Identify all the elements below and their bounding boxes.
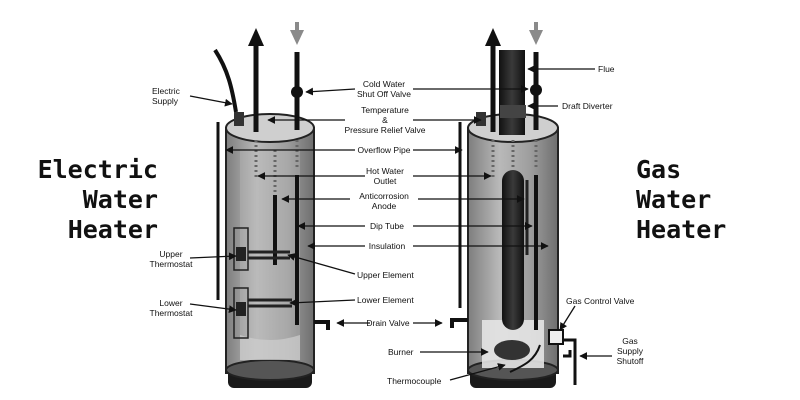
label-electric-supply: Electric Supply — [152, 86, 180, 106]
electric-shutoff-valve — [291, 86, 303, 98]
label-drain-valve: Drain Valve — [366, 318, 410, 328]
label-gas-control-valve: Gas Control Valve — [566, 296, 635, 306]
label-dip-tube: Dip Tube — [369, 221, 405, 231]
label-tp-line-2: & — [382, 115, 388, 125]
label-upper-thermostat: Upper Thermostat — [148, 249, 194, 269]
label-gas-supply-line-1: Gas — [622, 336, 638, 346]
label-gas-supply-shutoff: Gas Supply Shutoff — [612, 336, 648, 366]
label-insulation: Insulation — [368, 241, 406, 251]
electric-tank-bottom — [225, 359, 315, 381]
electric-title-line-3: Heater — [67, 215, 158, 244]
label-anode-line-1: Anticorrosion — [359, 191, 409, 201]
electric-hot-arrow — [248, 28, 264, 46]
gas-title-line-1: Gas — [636, 155, 682, 184]
label-electric-supply-line-1: Electric — [152, 86, 180, 96]
label-electric-supply-line-2: Supply — [152, 96, 178, 106]
label-hot-water-line-1: Hot Water — [366, 166, 404, 176]
gas-control-valve — [548, 329, 564, 345]
label-lower-thermostat-line-2: Thermostat — [149, 308, 193, 318]
label-anode-line-2: Anode — [371, 201, 397, 211]
electric-water-heater — [213, 22, 330, 388]
label-upper-thermostat-line-2: Thermostat — [149, 259, 193, 269]
label-anticorrosion-anode: Anticorrosion Anode — [350, 191, 418, 211]
gas-supply-line — [563, 338, 577, 385]
upper-element — [248, 250, 290, 260]
label-gas-supply-line-2: Supply — [617, 346, 643, 356]
gas-water-heater — [450, 22, 577, 388]
label-gas-supply-line-3: Shutoff — [616, 356, 644, 366]
label-hot-water-outlet: Hot Water Outlet — [360, 166, 410, 186]
label-upper-element: Upper Element — [357, 270, 414, 280]
lower-thermostat-panel — [233, 287, 249, 339]
electric-drain-valve — [314, 320, 330, 330]
label-overflow-pipe: Overflow Pipe — [357, 145, 411, 155]
label-flue: Flue — [598, 64, 615, 74]
gas-flue — [499, 50, 525, 135]
label-lower-element: Lower Element — [357, 295, 414, 305]
label-lower-thermostat-line-1: Lower — [159, 298, 183, 308]
gas-title-line-2: Water — [636, 185, 712, 214]
electric-title-line-2: Water — [82, 185, 158, 214]
label-temp-pressure-valve: Temperature & Pressure Relief Valve — [340, 105, 430, 135]
label-tp-line-1: Temperature — [361, 105, 409, 115]
electric-supply-cable — [213, 48, 238, 113]
leader-lines — [189, 65, 612, 381]
label-hot-water-line-2: Outlet — [373, 176, 397, 186]
label-cold-water-line-2: Shut Off Valve — [356, 89, 412, 99]
label-draft-diverter: Draft Diverter — [562, 101, 613, 111]
gas-draft-diverter — [500, 105, 526, 118]
electric-tp-valve — [234, 112, 244, 126]
label-thermocouple: Thermocouple — [387, 376, 442, 386]
gas-drain-valve — [450, 318, 468, 328]
label-burner: Burner — [388, 347, 414, 357]
label-cold-water-line-1: Cold Water — [362, 79, 406, 89]
label-tp-line-3: Pressure Relief Valve — [344, 125, 426, 135]
gas-title-line-3: Heater — [636, 215, 727, 244]
gas-shutoff-valve — [530, 84, 542, 96]
lower-element — [248, 298, 292, 308]
gas-burner — [494, 340, 530, 360]
electric-title-line-1: Electric — [37, 155, 158, 184]
label-upper-thermostat-line-1: Upper — [159, 249, 183, 259]
gas-tp-valve — [476, 112, 486, 126]
label-cold-water-shutoff: Cold Water Shut Off Valve — [352, 79, 416, 99]
gas-flue-inner — [502, 170, 524, 330]
electric-cold-arrow — [290, 30, 304, 45]
label-lower-thermostat: Lower Thermostat — [148, 298, 194, 318]
upper-thermostat-panel — [233, 227, 249, 271]
electric-tank-top — [225, 113, 315, 143]
